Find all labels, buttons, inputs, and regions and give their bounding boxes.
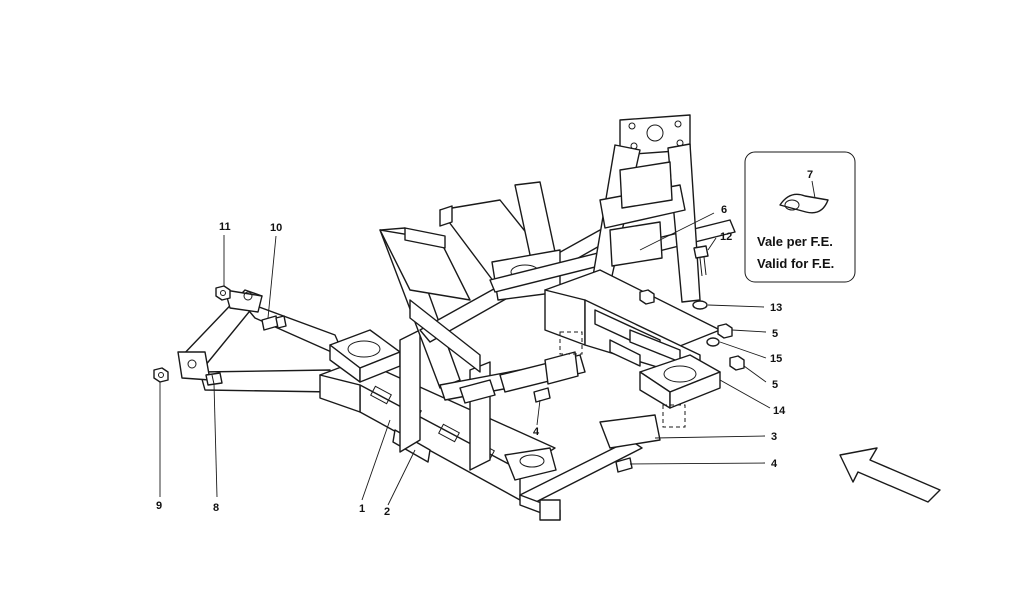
inset-part-7: 7 Vale per F.E. Valid for F.E.: [744, 151, 856, 283]
callout-labels: 11 10 9 8 1 2 4 3 4 6 12 13 5 15 5 14: [156, 204, 786, 518]
right-strut-mount: [639, 354, 721, 409]
callout-4a: 4: [533, 426, 540, 438]
inset-note-it: Vale per F.E.: [757, 234, 833, 249]
nut-5a-icon: [717, 323, 733, 339]
clamp-7-icon: [779, 193, 829, 214]
lower-tie-rod: [519, 414, 661, 521]
callout-6: 6: [721, 204, 727, 216]
bolt-12-icon: [693, 245, 709, 277]
callout-3: 3: [771, 431, 777, 443]
bolt-10-icon: [261, 315, 287, 331]
callout-4b: 4: [771, 458, 778, 470]
nut-9-icon: [153, 367, 169, 383]
washer-15-icon: [706, 337, 720, 347]
inset-note-en: Valid for F.E.: [757, 256, 834, 271]
leader-lines: [159, 212, 771, 506]
callout-11: 11: [219, 221, 231, 233]
direction-arrow-icon: [839, 447, 941, 503]
bolt-4a-icon: [533, 387, 551, 403]
callout-10: 10: [270, 222, 282, 234]
front-frame-assembly: [177, 114, 736, 521]
callout-1: 1: [359, 503, 365, 515]
callout-5a: 5: [772, 328, 778, 340]
callout-14: 14: [773, 405, 786, 417]
hardware-parts: [153, 245, 745, 473]
callout-12: 12: [720, 231, 732, 243]
callout-9: 9: [156, 500, 162, 512]
inset-part-number: 7: [807, 169, 813, 181]
rear-pedal-tower: [591, 114, 701, 303]
nut-center-icon: [639, 289, 655, 305]
nut-11-icon: [215, 285, 231, 301]
right-side-rail: [544, 269, 721, 381]
left-strut-mount: [329, 329, 401, 383]
nut-5b-icon: [729, 355, 745, 371]
hidden-brackets: [559, 331, 686, 428]
callout-13: 13: [770, 302, 782, 314]
callout-15: 15: [770, 353, 782, 365]
bolt-8-icon: [205, 372, 223, 386]
callout-2: 2: [384, 506, 390, 518]
callout-5b: 5: [772, 379, 778, 391]
left-wishbone-arm: [177, 289, 346, 393]
washer-13-icon: [692, 300, 708, 310]
callout-8: 8: [213, 502, 219, 514]
bolt-4b-icon: [615, 457, 633, 473]
